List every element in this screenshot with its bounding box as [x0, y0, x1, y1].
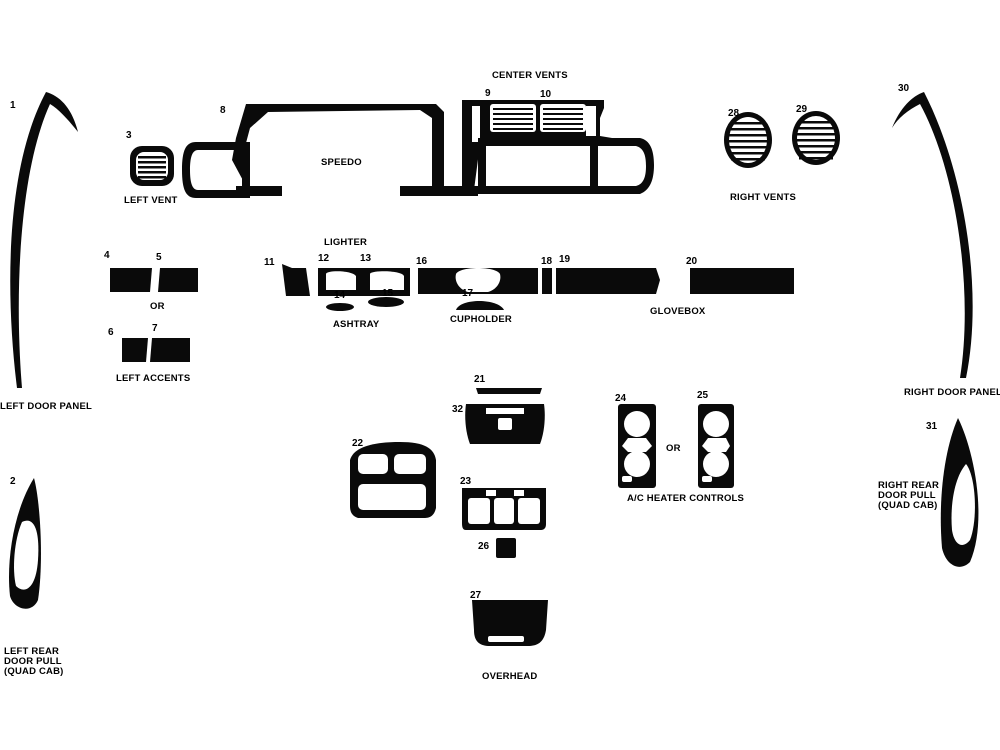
piece-5-left-accent [158, 268, 198, 292]
part-number-16: 16 [416, 256, 428, 267]
part-number-11: 11 [264, 257, 275, 268]
piece-27-overhead [472, 600, 548, 646]
label-right-rear-line3: (QUAD CAB) [878, 500, 938, 511]
part-number-19: 19 [559, 254, 571, 265]
piece-11-lighter-panel [282, 264, 310, 296]
label-left-rear-line2: DOOR PULL [4, 656, 62, 667]
part-number-30: 30 [898, 83, 910, 94]
part-number-21: 21 [474, 374, 486, 385]
part-number-20: 20 [686, 256, 698, 267]
piece-32-radio-bezel [465, 404, 545, 444]
piece-15-ashtray-lid [368, 297, 404, 307]
piece-18-accent [542, 268, 552, 294]
label-overhead: OVERHEAD [482, 671, 537, 682]
part-number-31: 31 [926, 421, 938, 432]
part-number-17: 17 [462, 288, 474, 299]
piece-22-console-frame [350, 442, 436, 518]
label-right-rear-line2: DOOR PULL [878, 490, 936, 501]
piece-29-right-vent [792, 111, 840, 165]
label-or-ac: OR [666, 443, 681, 454]
part-number-4: 4 [104, 250, 110, 261]
piece-20-glovebox-right [690, 268, 794, 294]
label-right-vents: RIGHT VENTS [730, 192, 796, 203]
label-ashtray: ASHTRAY [333, 319, 380, 330]
label-left-rear-line3: (QUAD CAB) [4, 666, 64, 677]
label-or-accents: OR [150, 301, 165, 312]
part-number-6: 6 [108, 327, 114, 338]
piece-2-hole [14, 520, 39, 590]
part-number-3: 3 [126, 130, 132, 141]
part-number-9: 9 [485, 88, 491, 99]
piece-31-hole [951, 464, 975, 545]
label-lighter: LIGHTER [324, 237, 367, 248]
piece-30-right-door-panel [892, 92, 973, 378]
part-number-10: 10 [540, 89, 552, 100]
piece-26-switch-plate [496, 538, 516, 558]
piece-25-ac-control [698, 404, 734, 488]
label-cupholder: CUPHOLDER [450, 314, 512, 325]
label-right-rear-line1: RIGHT REAR [878, 480, 939, 491]
label-center-vents: CENTER VENTS [492, 70, 568, 81]
piece-6-left-accent [122, 338, 148, 362]
part-number-32: 32 [452, 404, 464, 415]
piece-21-strip [476, 388, 542, 394]
piece-17-cupholder-lid [456, 301, 504, 310]
part-number-1: 1 [10, 100, 16, 111]
part-number-12: 12 [318, 253, 330, 264]
label-speedo: SPEEDO [321, 157, 362, 168]
part-number-7: 7 [152, 323, 158, 334]
label-left-rear-line1: LEFT REAR [4, 646, 59, 657]
piece-23-hvac-bezel [462, 488, 546, 530]
piece-7-left-accent [150, 338, 190, 362]
part-number-22: 22 [352, 438, 364, 449]
piece-28-right-vent [724, 112, 772, 168]
part-number-5: 5 [156, 252, 162, 263]
piece-3-left-vent [130, 146, 174, 186]
part-number-24: 24 [615, 393, 627, 404]
label-left-accents: LEFT ACCENTS [116, 373, 190, 384]
part-number-25: 25 [697, 390, 709, 401]
label-right-door-panel: RIGHT DOOR PANEL [904, 387, 1000, 398]
part-number-8: 8 [220, 105, 226, 116]
label-glovebox: GLOVEBOX [650, 306, 706, 317]
piece-14-ashtray-lid [326, 303, 354, 311]
piece-1-left-door-panel [10, 92, 78, 388]
piece-9-10-center-vents [462, 100, 654, 194]
piece-13-ashtray-frame [362, 268, 410, 296]
label-left-vent: LEFT VENT [124, 195, 178, 206]
piece-16-cupholder-panel [418, 268, 538, 294]
part-number-18: 18 [541, 256, 553, 267]
piece-24-ac-control [618, 404, 656, 488]
label-left-door-panel: LEFT DOOR PANEL [0, 401, 92, 412]
piece-19-glovebox-left [556, 268, 660, 294]
part-number-26: 26 [478, 541, 490, 552]
part-number-29: 29 [796, 104, 808, 115]
part-number-14: 14 [334, 290, 346, 301]
part-number-23: 23 [460, 476, 472, 487]
part-number-28: 28 [728, 108, 740, 119]
piece-8-speedo-bezel [182, 104, 478, 198]
part-number-13: 13 [360, 253, 372, 264]
piece-4-left-accent [110, 268, 152, 292]
part-number-2: 2 [10, 476, 16, 487]
piece-12-ashtray-frame [318, 268, 362, 296]
label-ac-heater-controls: A/C HEATER CONTROLS [627, 493, 744, 504]
part-number-15: 15 [382, 288, 394, 299]
part-number-27: 27 [470, 590, 482, 601]
